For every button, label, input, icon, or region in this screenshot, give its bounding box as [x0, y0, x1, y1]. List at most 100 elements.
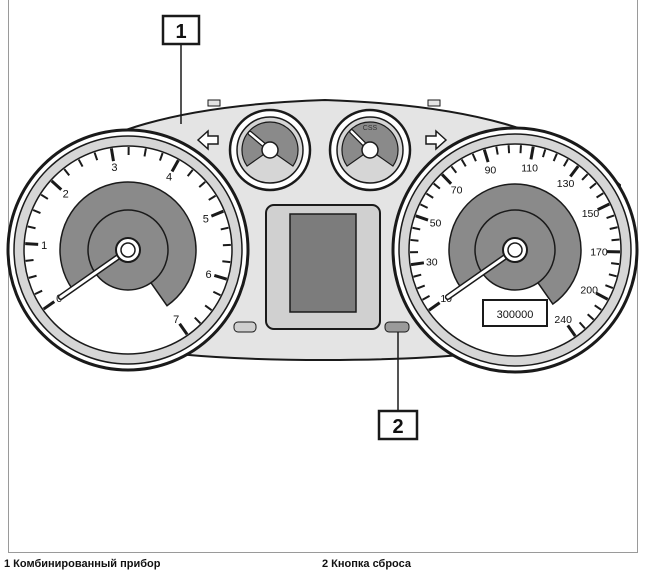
gauge-tick: [178, 322, 189, 336]
scale-label: 200: [580, 284, 598, 296]
odometer-box: [482, 299, 548, 327]
scale-label: 4: [166, 172, 172, 184]
housing-tab-right: [427, 99, 441, 107]
scale-label: 240: [554, 314, 572, 326]
scale-label: 110: [521, 162, 538, 174]
gauge-tick: [609, 226, 618, 230]
callout-2-number: 2: [392, 416, 403, 438]
fuel-gauge: [228, 108, 312, 192]
gauge-tick: [208, 194, 217, 201]
figure-frame: [8, 0, 638, 553]
gauge-tick: [440, 173, 453, 185]
gauge-tick: [589, 182, 597, 190]
needle: [446, 248, 517, 299]
gauge-tick: [222, 260, 231, 264]
gauge-tick: [413, 273, 422, 278]
small-gauges: CSS: [228, 108, 412, 192]
scale-label: 1: [41, 240, 47, 252]
caption-1: 1 Комбинированный прибор: [4, 558, 161, 570]
gauge-tick: [198, 181, 206, 188]
scale-label: 3: [111, 162, 117, 174]
callout-2-box: [377, 409, 419, 441]
scale-label: 50: [430, 218, 442, 230]
gauge-tick: [40, 193, 49, 200]
gauge-tick: [611, 238, 620, 242]
needle-cap-inner: [120, 242, 136, 258]
gauge-tick: [143, 148, 147, 157]
gauge-tick: [610, 262, 620, 266]
caption-2: 2 Кнопка сброса: [322, 558, 412, 570]
scale-label: 70: [451, 185, 463, 197]
gauge-tick: [34, 289, 43, 296]
gauge-tick: [220, 226, 229, 231]
gauge-tick: [204, 304, 213, 311]
gauge-tick: [194, 316, 202, 324]
gauge-tick: [597, 202, 611, 212]
gauge-tick: [93, 152, 99, 161]
gauge-tick: [578, 321, 586, 330]
gauge-tick: [158, 152, 164, 161]
gauge-tick: [25, 259, 34, 262]
gauge-tick: [212, 290, 221, 297]
gauge-tick: [422, 295, 431, 301]
gauge-tick: [569, 165, 580, 178]
gauge-tick: [186, 169, 194, 177]
gauge-tick: [450, 165, 458, 174]
gauge-tick: [170, 159, 180, 173]
gauge-tick: [415, 214, 429, 222]
scale-label: 5: [203, 213, 209, 225]
right-turn-signal-icon: [425, 129, 448, 151]
gauge-tick: [460, 159, 467, 167]
gauge-tick: [596, 192, 604, 199]
gauge-tick: [605, 284, 614, 289]
gauge-tick: [213, 274, 228, 281]
gauge-tick: [412, 226, 421, 231]
gauge-tick: [606, 214, 615, 219]
gauge-tick: [586, 313, 595, 321]
gauge-tick: [425, 192, 434, 199]
scale-label: 7: [173, 314, 179, 326]
small-needle-cap: [361, 141, 379, 159]
reset-button[interactable]: [384, 321, 410, 333]
callout-1-number: 1: [175, 21, 186, 43]
gauge-tick: [495, 146, 499, 155]
gauge-tick: [109, 148, 115, 162]
gauge-tick: [552, 153, 558, 162]
gauge-tick: [32, 209, 41, 215]
gauge-tick: [210, 209, 224, 218]
gauge-tick: [608, 273, 617, 278]
small-gauge-label: CSS: [363, 125, 378, 132]
scale-label: 6: [206, 269, 212, 281]
needle-cap-inner: [507, 242, 523, 258]
gauge-tick: [566, 324, 577, 337]
gauge-tick: [410, 261, 425, 267]
gauge-tick: [541, 149, 547, 158]
gauge-tick: [595, 291, 609, 301]
speedometer: 1030507090110130150170200240: [391, 126, 639, 374]
needle: [59, 248, 130, 299]
small-needle-cap: [261, 141, 279, 159]
scale-label: 170: [590, 246, 608, 258]
left-button[interactable]: [233, 321, 257, 333]
gauge-tick: [77, 159, 84, 168]
gauge-tick: [63, 168, 71, 176]
scale-label: 90: [485, 165, 497, 177]
housing-tab-left: [207, 99, 221, 107]
scale-label: 30: [426, 257, 438, 269]
tachometer: 01234567: [6, 128, 250, 372]
gauge-tick: [471, 153, 477, 162]
gauge-tick: [563, 158, 569, 167]
gauge-tick: [28, 274, 37, 279]
gauge-tick: [25, 242, 39, 246]
gauge-tick: [594, 304, 602, 311]
scale-label: 130: [557, 178, 575, 190]
gauge-tick: [428, 301, 441, 312]
left-turn-signal-icon: [196, 129, 219, 151]
scale-label: 2: [63, 189, 69, 201]
odometer-value: 300000: [497, 309, 534, 321]
temperature-gauge: CSS: [328, 108, 412, 192]
gauge-tick: [482, 149, 490, 163]
center-display-screen: [289, 213, 357, 313]
gauge-tick: [581, 173, 589, 181]
